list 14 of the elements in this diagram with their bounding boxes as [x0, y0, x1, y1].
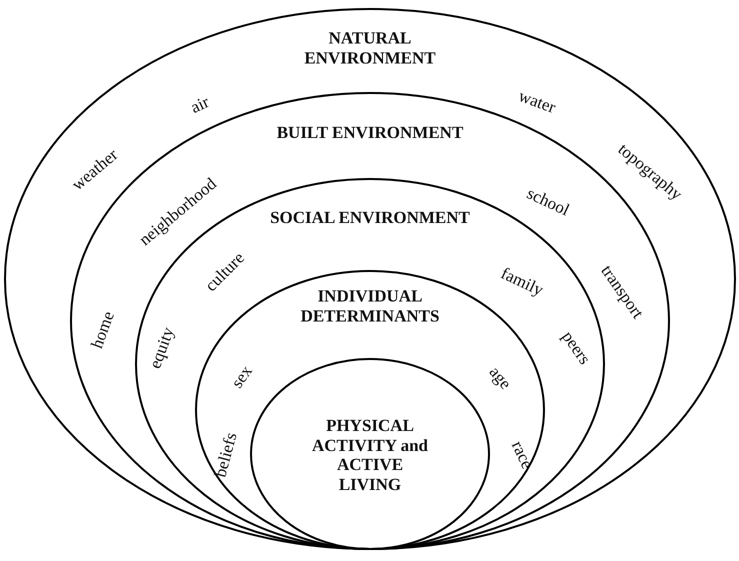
factor-label: air	[188, 92, 212, 118]
ring-heading: NATURAL ENVIRONMENT	[303, 28, 437, 68]
factor-label: school	[524, 184, 572, 220]
factor-label: age	[484, 362, 516, 394]
ring-heading: BUILT ENVIRONMENT	[276, 123, 464, 143]
factor-label: home	[87, 308, 119, 352]
factor-label: water	[516, 86, 558, 118]
factor-label: equity	[145, 324, 179, 372]
factor-label: beliefs	[210, 430, 242, 480]
factor-label: race	[506, 438, 538, 472]
ring-heading: INDIVIDUAL DETERMINANTS	[300, 286, 440, 326]
factor-label: sex	[227, 362, 257, 392]
ring-heading: SOCIAL ENVIRONMENT	[270, 208, 470, 228]
ring-heading: PHYSICAL ACTIVITY and ACTIVE LIVING	[310, 416, 430, 494]
